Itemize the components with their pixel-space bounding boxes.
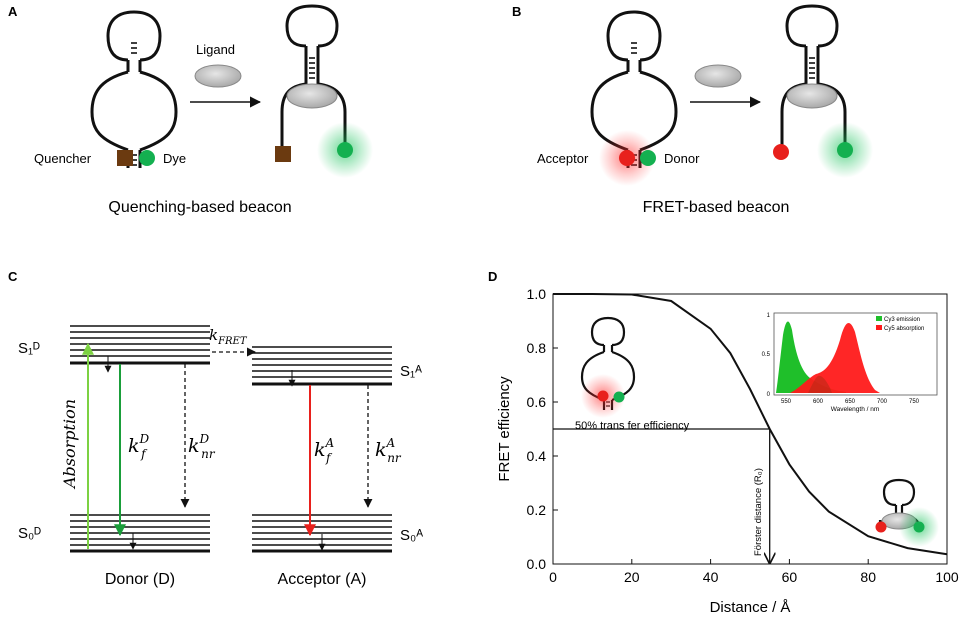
acceptor-label: Acceptor [537,151,589,166]
y-tick-label: 0.8 [527,340,547,356]
spectral-overlap-area [808,375,832,393]
acceptor-caption: Acceptor (A) [278,571,367,588]
y-tick-label: 1.0 [527,286,547,302]
x-tick-label: 60 [782,569,798,585]
x-ticks: 0 20 40 60 80 100 [549,559,959,585]
legend-cy5: Cy5 absorption [884,326,924,332]
panel-c: C [8,269,423,588]
legend-swatch-cy5 [876,325,882,330]
donor-circle-open [837,142,853,158]
y-axis-label: FRET efficiency [496,376,513,482]
inset-xtick-1: 600 [813,399,824,405]
y-ticks: 0.0 0.2 0.4 0.6 0.8 1.0 [527,286,558,572]
donor-label: Donor [664,151,700,166]
ligand-ellipse [194,64,242,88]
absorption-label: Absorption [60,399,79,490]
inset-ytick-1: 0.5 [762,352,771,358]
inset-xlabel: Wavelength / nm [831,406,880,413]
acceptor-circle-open [773,144,789,160]
x-tick-label: 40 [703,569,719,585]
y-tick-label: 0.2 [527,502,547,518]
chart-icon-closed-beacon [580,316,636,418]
s0-acceptor-label: S₀ᴬ [400,527,423,544]
s1-acceptor-label: S₁ᴬ [400,363,422,380]
half-efficiency-label: 50% trans fer efficiency [575,420,690,432]
inset-xtick-0: 550 [781,399,792,405]
dye-circle-open [337,142,353,158]
x-axis-label: Distance / Å [710,599,791,616]
panel-a-letter: A [8,4,18,19]
panel-a: A Quencher Dye Ligand [8,4,373,216]
cy3-emission-area [776,321,846,393]
panel-d-letter: D [488,269,497,284]
panel-c-letter: C [8,269,18,284]
legend-cy3: Cy3 emission [884,317,920,323]
ligand-bound-b [786,83,838,109]
x-tick-label: 100 [935,569,959,585]
acceptor-circle-closed [619,150,635,166]
quencher-square-open [275,146,291,162]
inset-ytick-0: 0 [767,392,771,398]
inset-ytick-2: 1 [767,313,771,319]
donor-caption: Donor (D) [105,571,175,588]
x-tick-label: 20 [624,569,640,585]
y-tick-label: 0.6 [527,394,547,410]
fret-efficiency-curve [553,293,948,556]
kfret-label: kFRET [209,326,248,347]
panel-b-caption: FRET-based beacon [643,199,790,216]
x-tick-label: 0 [549,569,557,585]
ligand-label: Ligand [196,42,235,57]
panel-b-letter: B [512,4,521,19]
panel-d: D 0 20 40 60 80 100 0.0 0.2 0.4 0.6 0.8 1.0 Distan… [488,269,959,616]
ligand-bound [286,83,338,109]
x-tick-label: 80 [860,569,876,585]
cy5-absorption-area [790,322,880,393]
ligand-ellipse-b [694,64,742,88]
s1-donor-label: S₁ᴰ [18,340,40,357]
chart-icon-open-beacon [875,478,939,547]
donor-s1-levels [70,325,210,365]
s0-donor-label: S₀ᴰ [18,525,41,542]
beacon-closed-quenching [90,10,178,168]
inset-xtick-2: 650 [845,399,856,405]
panel-b: B Acceptor Donor [512,4,873,216]
quencher-label: Quencher [34,151,92,166]
acceptor-s1-levels [252,346,392,386]
inset-xtick-3: 700 [877,399,888,405]
panel-a-caption: Quenching-based beacon [108,199,291,216]
y-tick-label: 0.0 [527,556,547,572]
inset-spectra: Cy3 emission Cy5 absorption 0 0.5 1 550 … [762,312,938,413]
forster-distance-label: Förster distance (R₀) [753,468,764,556]
dye-circle-closed [139,150,155,166]
legend-swatch-cy3 [876,316,882,321]
donor-circle-closed [640,150,656,166]
donor-s0-levels [70,514,210,553]
y-tick-label: 0.4 [527,448,547,464]
dye-label: Dye [163,151,186,166]
inset-xtick-4: 750 [909,399,920,405]
quencher-square-closed [117,150,133,166]
